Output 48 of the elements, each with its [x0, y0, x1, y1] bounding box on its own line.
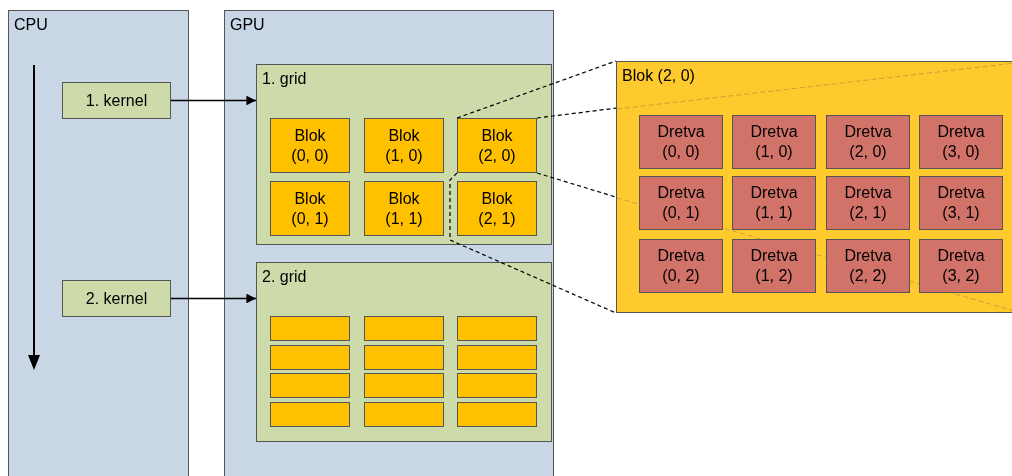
panel-title: 2. grid: [262, 267, 307, 286]
grid-panel: [256, 262, 552, 442]
cpu-panel: [8, 10, 189, 476]
thread-box: Dretva (3, 0): [919, 115, 1003, 169]
panel-title: Blok (2, 0): [622, 66, 695, 85]
thread-box: Dretva (1, 1): [732, 176, 816, 230]
block-detail-panel: [616, 61, 1012, 313]
grid-panel: [256, 64, 552, 245]
block-box: [364, 345, 444, 370]
block-box: [270, 345, 350, 370]
thread-box: Dretva (0, 0): [639, 115, 723, 169]
kernel-box: 2. kernel: [62, 280, 171, 317]
arrow: [170, 293, 257, 304]
dashed-line: [536, 107, 617, 119]
thread-box: Dretva (3, 2): [919, 239, 1003, 293]
panel-title: GPU: [230, 15, 265, 34]
block-box: Blok (2, 0): [457, 118, 537, 173]
block-box: Blok (2, 1): [457, 181, 537, 236]
block-box: Blok (0, 0): [270, 118, 350, 173]
arrow: [170, 95, 257, 106]
block-box: [457, 345, 537, 370]
block-box: [364, 402, 444, 427]
block-box: Blok (0, 1): [270, 181, 350, 236]
thread-box: Dretva (2, 2): [826, 239, 910, 293]
block-box: Blok (1, 1): [364, 181, 444, 236]
kernel-box: 1. kernel: [62, 82, 171, 119]
thread-box: Dretva (0, 1): [639, 176, 723, 230]
block-box: [457, 316, 537, 341]
thread-box: Dretva (2, 1): [826, 176, 910, 230]
block-box: [457, 373, 537, 398]
thread-box: Dretva (1, 2): [732, 239, 816, 293]
thread-box: Dretva (0, 2): [639, 239, 723, 293]
dashed-line: [449, 172, 617, 314]
thread-box: Dretva (3, 1): [919, 176, 1003, 230]
block-box: [270, 373, 350, 398]
block-box: [457, 402, 537, 427]
thread-box: Dretva (1, 0): [732, 115, 816, 169]
gpu-panel: [224, 10, 554, 476]
block-box: [364, 373, 444, 398]
dashed-line: [456, 60, 617, 119]
panel-title: 1. grid: [262, 69, 307, 88]
thread-box: Dretva (2, 0): [826, 115, 910, 169]
block-box: Blok (1, 0): [364, 118, 444, 173]
block-box: [364, 316, 444, 341]
block-box: [270, 316, 350, 341]
block-box: [270, 402, 350, 427]
dashed-line: [536, 172, 617, 198]
panel-title: CPU: [14, 15, 48, 34]
